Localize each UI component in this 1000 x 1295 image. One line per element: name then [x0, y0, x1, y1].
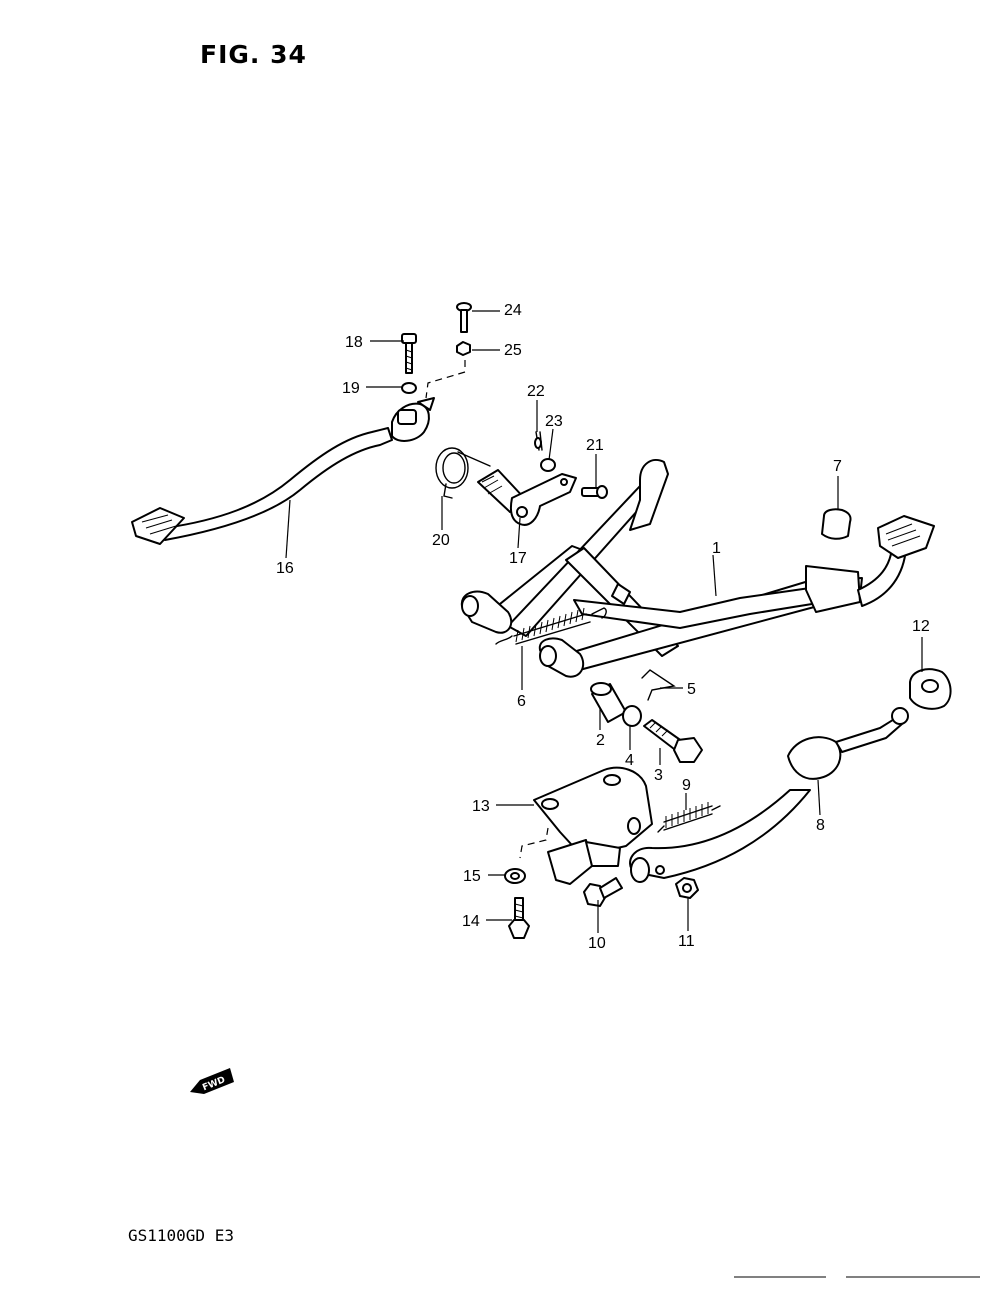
- part-10-bolt: [583, 877, 623, 907]
- callout-1: 1: [712, 540, 721, 557]
- callout-7: 7: [833, 458, 842, 475]
- callout-22: 22: [527, 383, 545, 400]
- callout-3: 3: [654, 767, 663, 784]
- callout-4: 4: [625, 752, 634, 769]
- callout-2: 2: [596, 732, 605, 749]
- callout-14: 14: [462, 913, 480, 930]
- callout-10: 10: [588, 935, 606, 952]
- callout-11: 11: [678, 933, 695, 950]
- callout-25: 25: [504, 342, 522, 359]
- part-13-bracket: [533, 766, 653, 885]
- callout-15: 15: [463, 868, 481, 885]
- part-17-brake-shaft: [477, 469, 577, 526]
- callout-5: 5: [687, 681, 696, 698]
- part-14-bolt: [508, 897, 530, 939]
- callout-16: 16: [276, 560, 294, 577]
- callout-24: 24: [504, 302, 522, 319]
- fwd-label: FWD: [201, 1075, 227, 1093]
- part-3-bolt: [643, 719, 703, 763]
- part-24-bolt: [456, 302, 472, 333]
- part-8-pedal-arm: [629, 707, 909, 883]
- callout-20: 20: [432, 532, 450, 549]
- leader-lines: [285, 310, 923, 933]
- part-9-pedal-spring: [657, 802, 721, 833]
- part-21-pin: [581, 485, 608, 499]
- assembly-line-25: [425, 360, 466, 399]
- fwd-arrow-icon: FWD: [190, 1068, 234, 1094]
- callout-9: 9: [682, 777, 691, 794]
- part-1-center-stand: [460, 459, 935, 678]
- part-11-nut: [675, 877, 699, 899]
- callout-19: 19: [342, 380, 360, 397]
- part-25-nut: [456, 341, 471, 356]
- part-22-cotter-pin: [534, 431, 543, 451]
- part-5-clip: [641, 669, 676, 701]
- part-16-brake-pedal: [131, 397, 435, 545]
- part-12-rubber-grommet: [909, 668, 952, 710]
- callout-13: 13: [472, 798, 490, 815]
- callout-6: 6: [517, 693, 526, 710]
- part-6-stand-spring: [495, 607, 607, 645]
- part-2-bushing: [590, 682, 627, 723]
- part-18-bolt: [401, 333, 417, 374]
- part-4-washer: [622, 705, 642, 727]
- callout-18: 18: [345, 334, 363, 351]
- callout-21: 21: [586, 437, 604, 454]
- part-20-return-spring: [435, 447, 491, 499]
- callout-labels: 1 2 3 4 5 6 7 8 9 10 11 12 13 14 15 16 1…: [276, 302, 930, 952]
- model-code: GS1100GD E3: [128, 1226, 234, 1245]
- callout-8: 8: [816, 817, 825, 834]
- figure-title: FIG. 34: [200, 40, 307, 69]
- part-23-washer: [540, 458, 556, 472]
- part-7-rubber-stopper: [821, 508, 852, 540]
- callout-23: 23: [545, 413, 563, 430]
- callout-12: 12: [912, 618, 930, 635]
- callout-17: 17: [509, 550, 527, 567]
- assembly-line-13: [519, 827, 549, 859]
- part-19-washer: [401, 382, 417, 394]
- part-15-washer: [504, 868, 526, 884]
